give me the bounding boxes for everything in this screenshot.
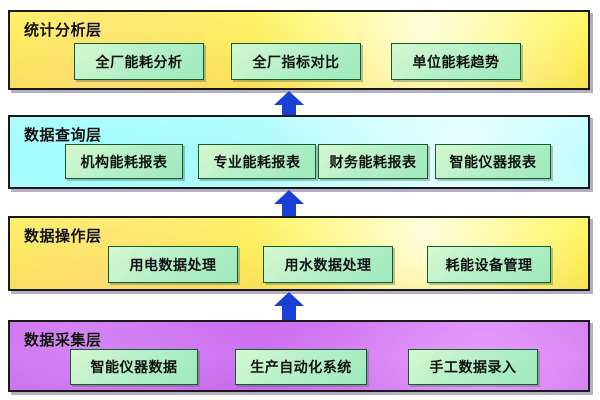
layer-statistics-inner: 统计分析层 全厂能耗分析 全厂指标对比 单位能耗趋势	[10, 12, 588, 88]
node-statistics-2[interactable]: 全厂指标对比	[231, 43, 361, 80]
arrow-query-to-statistics	[272, 91, 306, 121]
node-operation-2[interactable]: 用水数据处理	[263, 246, 393, 283]
node-query-4[interactable]: 智能仪器报表	[435, 144, 551, 179]
node-operation-1[interactable]: 用电数据处理	[108, 246, 238, 283]
layer-operation[interactable]: 数据操作层 用电数据处理 用水数据处理 耗能设备管理	[8, 216, 590, 291]
node-collection-2[interactable]: 生产自动化系统	[235, 349, 367, 385]
node-query-3[interactable]: 财务能耗报表	[318, 144, 428, 179]
arrow-operation-to-query	[272, 190, 306, 220]
layer-operation-title: 数据操作层	[24, 227, 102, 245]
layer-query-inner: 数据查询层 机构能耗报表 专业能耗报表 财务能耗报表 智能仪器报表	[10, 117, 588, 187]
layer-query-title: 数据查询层	[24, 126, 102, 144]
layer-collection[interactable]: 数据采集层 智能仪器数据 生产自动化系统 手工数据录入	[8, 320, 590, 392]
node-query-1[interactable]: 机构能耗报表	[65, 144, 183, 179]
layer-collection-title: 数据采集层	[24, 331, 102, 349]
up-arrow-icon	[274, 292, 304, 322]
node-collection-1[interactable]: 智能仪器数据	[70, 349, 198, 385]
layer-statistics-title: 统计分析层	[24, 21, 102, 39]
node-collection-3[interactable]: 手工数据录入	[408, 349, 538, 385]
node-operation-3[interactable]: 耗能设备管理	[427, 246, 551, 283]
layer-collection-inner: 数据采集层 智能仪器数据 生产自动化系统 手工数据录入	[10, 322, 588, 390]
arrow-collection-to-operation	[272, 292, 306, 322]
node-statistics-3[interactable]: 单位能耗趋势	[391, 43, 521, 80]
up-arrow-icon	[274, 91, 304, 121]
layer-query[interactable]: 数据查询层 机构能耗报表 专业能耗报表 财务能耗报表 智能仪器报表	[8, 115, 590, 189]
layer-statistics[interactable]: 统计分析层 全厂能耗分析 全厂指标对比 单位能耗趋势	[8, 10, 590, 90]
node-query-2[interactable]: 专业能耗报表	[198, 144, 316, 179]
node-statistics-1[interactable]: 全厂能耗分析	[74, 43, 204, 80]
layer-operation-inner: 数据操作层 用电数据处理 用水数据处理 耗能设备管理	[10, 218, 588, 289]
up-arrow-icon	[274, 190, 304, 220]
